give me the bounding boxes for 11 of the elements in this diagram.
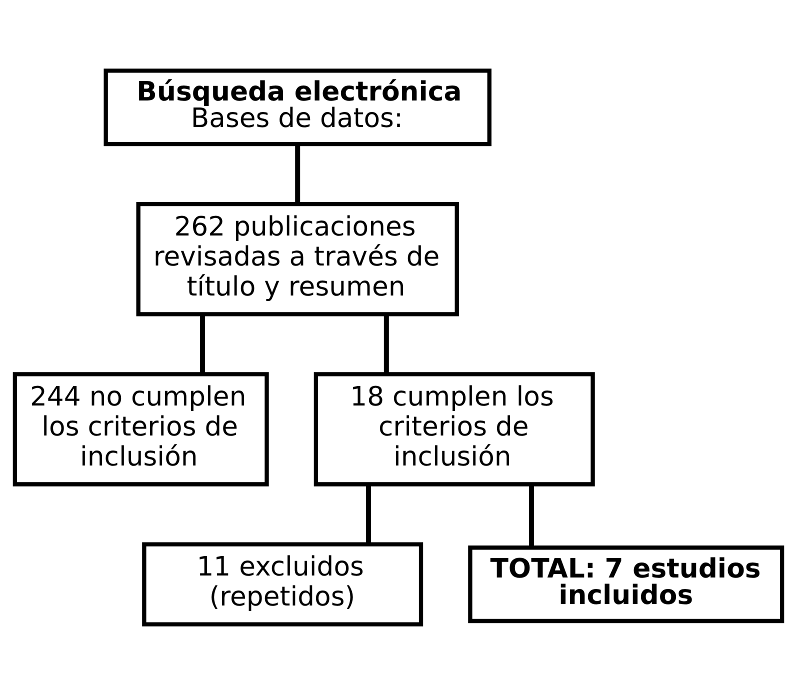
node-box: 262 publicaciones revisadas a través de título y resumen (136, 202, 459, 316)
connector (529, 484, 534, 548)
connector (295, 144, 300, 204)
connector (384, 314, 389, 374)
node-box: Búsqueda electrónica Bases de datos: (104, 68, 492, 146)
node-box: 11 excluidos (repetidos) (142, 542, 424, 626)
node-box: 18 cumplen los criterios de inclusión (314, 372, 595, 486)
connector (200, 314, 206, 374)
connector (366, 484, 371, 544)
node-box: 244 no cumplen los criterios de inclusión (12, 372, 269, 486)
node-box: TOTAL: 7 estudios incluidos (468, 546, 784, 624)
